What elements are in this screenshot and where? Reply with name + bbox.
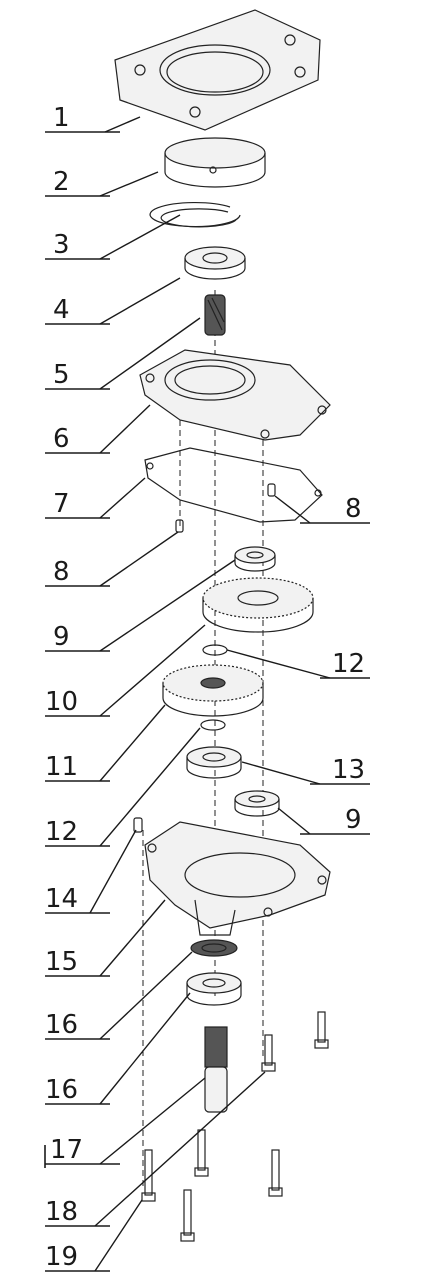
callout-9-right: 9 bbox=[277, 805, 370, 835]
bearing-part-top bbox=[184, 246, 246, 280]
callout-19: 19 bbox=[45, 1199, 143, 1272]
bearing-part-9-lower bbox=[234, 790, 280, 817]
callout-18-text: 18 bbox=[45, 1197, 78, 1227]
small-screw-part bbox=[133, 817, 143, 833]
callout-6: 6 bbox=[45, 404, 151, 454]
callout-9-right-text: 9 bbox=[345, 805, 362, 835]
bearing-part-16-upper bbox=[186, 746, 242, 779]
retaining-ring-part bbox=[149, 201, 241, 228]
callout-14-text: 15 bbox=[45, 947, 78, 977]
callout-2: 2 bbox=[45, 167, 159, 197]
callout-8-right-text: 8 bbox=[345, 494, 362, 524]
callout-15-text: 16 bbox=[45, 1010, 78, 1040]
output-shaft-part bbox=[204, 1026, 228, 1113]
callout-12-right-text: 12 bbox=[332, 649, 365, 679]
callout-1: 1 bbox=[45, 103, 141, 133]
large-gear-part bbox=[202, 577, 314, 633]
top-plate-part bbox=[114, 9, 321, 131]
callout-15: 16 bbox=[45, 951, 193, 1040]
callout-9-left-text: 9 bbox=[53, 622, 70, 652]
callout-8-right: 8 bbox=[274, 494, 370, 524]
dowel-pin-parts bbox=[175, 483, 276, 533]
callout-9-left: 9 bbox=[45, 559, 236, 652]
seal-part bbox=[190, 939, 238, 957]
callout-8-left-text: 8 bbox=[53, 557, 70, 587]
callout-17: 17 bbox=[44, 1077, 206, 1168]
bearing-part-9-upper bbox=[234, 546, 276, 572]
callout-2-text: 2 bbox=[53, 167, 70, 197]
callout-labels: 1 2 3 4 5 6 bbox=[44, 103, 370, 1272]
callout-12-left-text: 12 bbox=[45, 817, 78, 847]
callout-16-left-text: 16 bbox=[45, 1075, 78, 1105]
bolt-parts bbox=[141, 1011, 329, 1242]
callout-6-text: 6 bbox=[53, 424, 70, 454]
callout-10: 10 bbox=[45, 624, 206, 717]
callout-16-left: 16 bbox=[45, 992, 191, 1105]
callout-3-text: 3 bbox=[53, 230, 70, 260]
callout-7: 7 bbox=[45, 477, 146, 519]
cup-part bbox=[164, 137, 266, 188]
callout-4: 4 bbox=[45, 277, 181, 325]
callout-16-right-text: 13 bbox=[332, 755, 365, 785]
gasket-part bbox=[144, 447, 323, 523]
bearing-part-16-lower bbox=[186, 972, 242, 1006]
callout-12-right: 12 bbox=[226, 649, 370, 679]
callout-5: 5 bbox=[45, 317, 201, 390]
callout-10-text: 10 bbox=[45, 687, 78, 717]
callout-3: 3 bbox=[45, 214, 181, 260]
callout-8-left: 8 bbox=[45, 531, 179, 587]
callout-17-text: 17 bbox=[50, 1135, 83, 1165]
pinion-part bbox=[204, 294, 226, 336]
callout-4-text: 4 bbox=[53, 295, 70, 325]
callout-13: 14 bbox=[45, 829, 137, 914]
callout-5-text: 5 bbox=[53, 360, 70, 390]
callout-18: 18 bbox=[45, 1071, 266, 1227]
callout-13-text: 14 bbox=[45, 884, 78, 914]
callout-19-text: 19 bbox=[45, 1242, 78, 1272]
callout-16-right: 13 bbox=[241, 755, 370, 785]
callout-7-text: 7 bbox=[53, 489, 70, 519]
callout-1-text: 1 bbox=[53, 103, 70, 133]
callout-11: 11 bbox=[45, 704, 166, 782]
lower-housing-part bbox=[144, 821, 331, 936]
callout-12-left: 12 bbox=[45, 727, 201, 847]
callout-11-text: 11 bbox=[45, 752, 78, 782]
upper-housing-part bbox=[139, 349, 331, 441]
second-gear-part bbox=[162, 664, 264, 717]
callout-14: 15 bbox=[45, 899, 166, 977]
